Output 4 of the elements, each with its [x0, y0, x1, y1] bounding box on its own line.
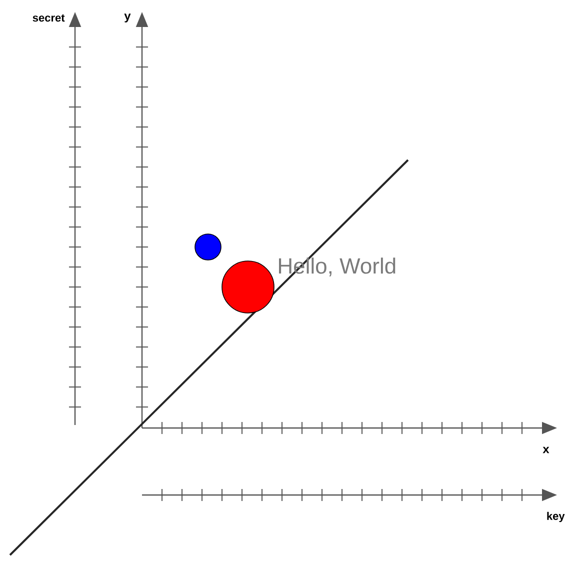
- axis-label: secret: [32, 14, 65, 22]
- axis-label: x: [542, 446, 550, 454]
- axis-label: y: [124, 14, 131, 22]
- axis-label: key: [547, 512, 565, 522]
